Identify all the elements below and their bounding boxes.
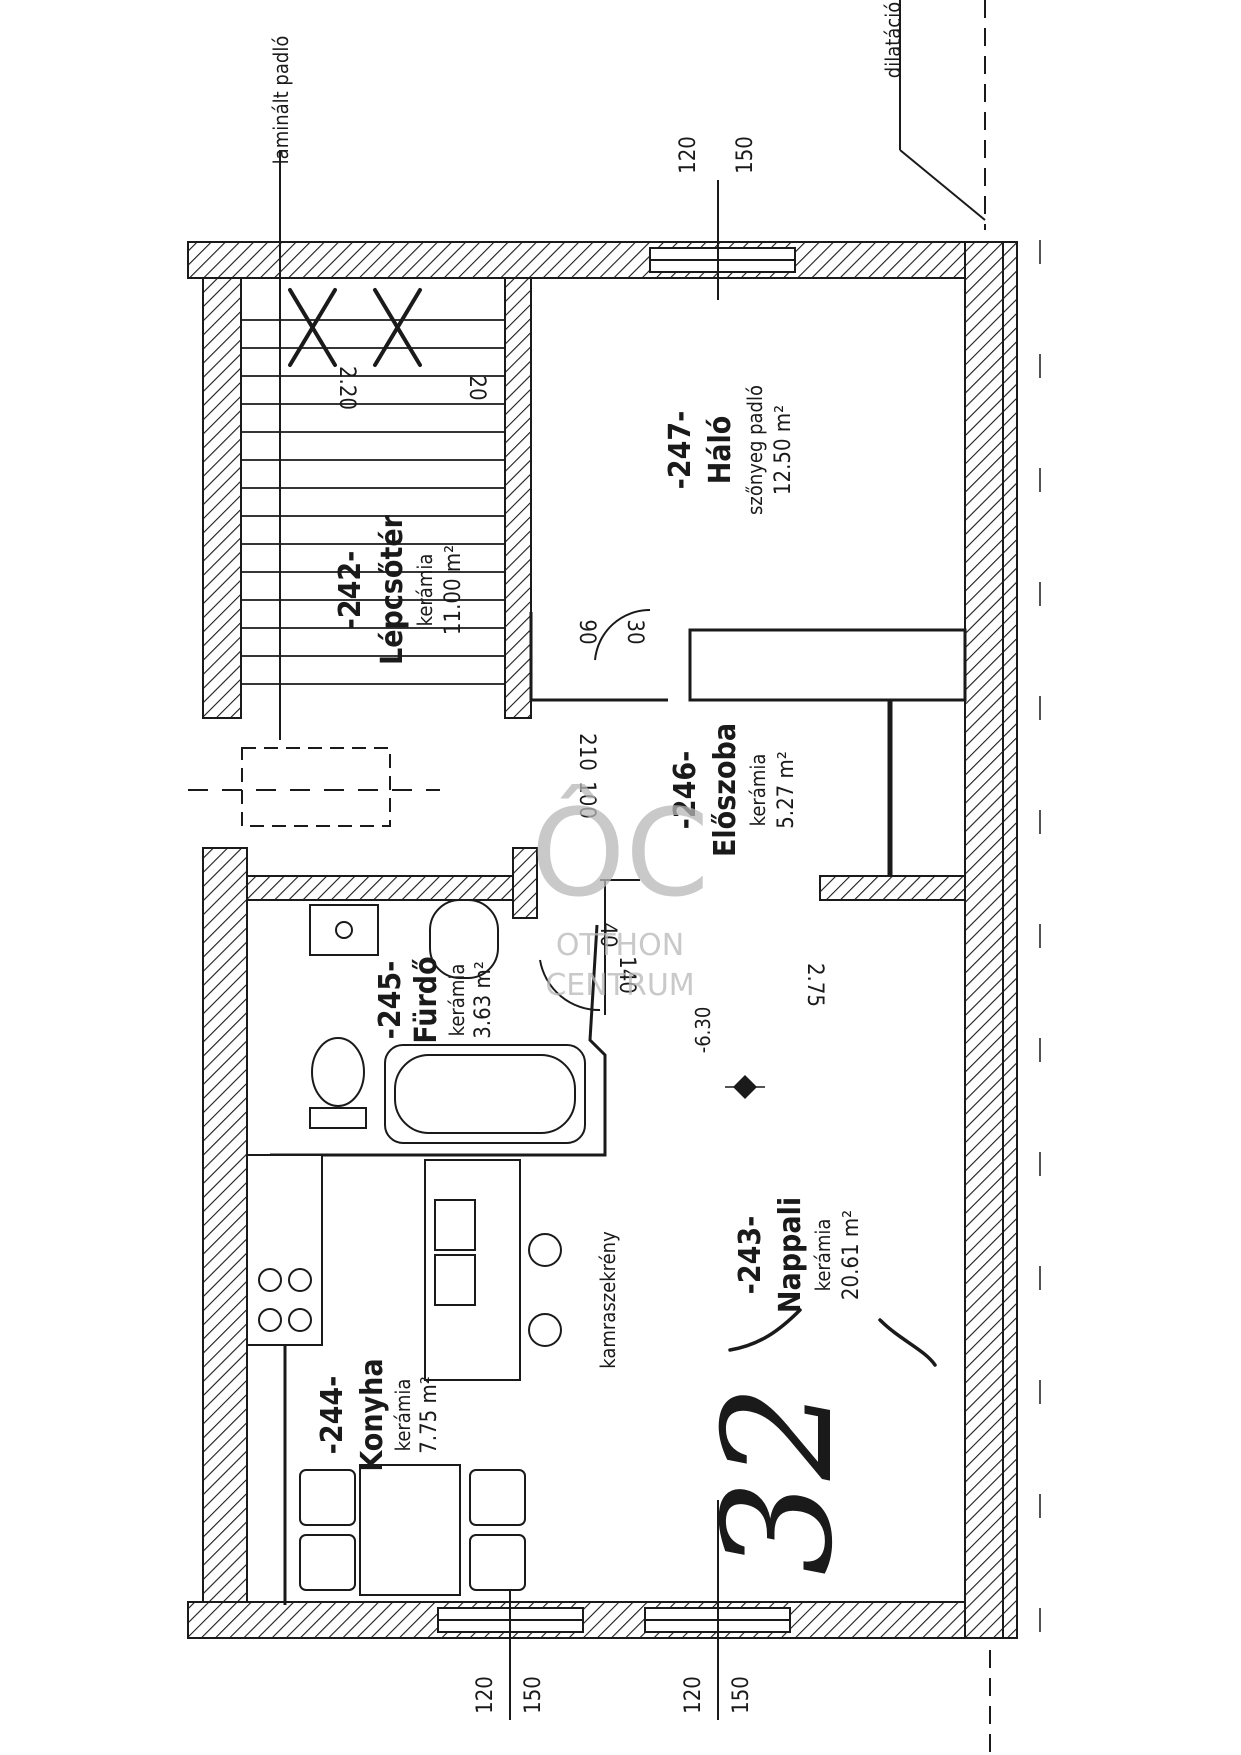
bathtub-inner [394,1054,576,1134]
wall-bath-right [512,847,538,919]
stair-treads [241,319,505,685]
dim-stair-220: 2.20 [334,366,359,410]
dim-275: 2.75 [802,963,827,1007]
chair-1 [299,1469,356,1526]
level-marker [725,1075,765,1099]
bath-area: 3.63 m² [471,961,496,1039]
handwritten-mark: 32 [692,1308,937,1576]
bedroom-name: Háló [703,416,738,485]
dim-210: 210 [574,733,599,771]
chair-2 [299,1534,356,1591]
thin-walls [270,612,967,1605]
dim-30: 30 [622,619,647,644]
stair-area: 11.00 m² [441,545,466,635]
hob-ring-3 [258,1308,282,1332]
hob-ring-4 [288,1308,312,1332]
top-right-note-group: dilatáció [881,2,905,78]
bath-number: -245- [373,961,408,1040]
pantry-label-group: kamraszekrény [596,1231,620,1369]
wall-top [187,241,976,279]
dimensions: 2.20 20 90 30 210 100 40 140 2.75 120 15… [334,136,827,1714]
kitchen-number: -244- [315,1376,350,1455]
kitchen-area: 7.75 m² [417,1376,442,1454]
room-bath: -245- Fürdő kerámia 3.63 m² [373,956,496,1043]
watermark-letters: ÔC [531,784,709,924]
walls [187,241,1018,1639]
watermark: ÔC OTTHON CENTRUM [531,784,709,1003]
level-label-group: -6.30 [691,1007,715,1054]
chair-4 [469,1534,526,1591]
living-name: Nappali [773,1197,808,1313]
dim-90: 90 [574,619,599,644]
wall-right-outer [1002,241,1018,1639]
toilet-tank [309,1107,367,1129]
dim-win-b1-150: 150 [521,1676,546,1714]
room-hall: -246- Előszoba kerámia 5.27 m² [668,723,799,857]
handwritten-number: 32 [692,1385,866,1576]
bath-name: Fürdő [409,956,444,1043]
ceiling-light-2 [528,1313,562,1347]
hob-ring-2 [288,1268,312,1292]
wall-bath-top [246,875,538,901]
bedroom-floor: szőnyeg padló [743,385,767,515]
kitchen-floor: kerámia [391,1379,415,1452]
landing-box [241,747,391,827]
level-label: -6.30 [691,1007,715,1054]
living-number: -243- [733,1216,768,1295]
wall-hall-lower [819,875,966,901]
dim-140: 140 [614,956,639,994]
dining-table [359,1464,461,1596]
top-left-note-group: laminált padló [269,36,293,165]
door-swings [539,608,651,1015]
bath-cabinet-knob [335,921,353,939]
dim-win-b2-150: 150 [729,1676,754,1714]
chair-3 [469,1469,526,1526]
top-right-note: dilatáció [881,2,905,78]
stair-crosses [288,288,422,367]
wall-stair-bedroom [504,277,532,719]
dim-win-top-120: 120 [676,136,701,174]
dim-win-b1-120: 120 [473,1676,498,1714]
bath-fixtures [309,899,586,1144]
dim-20: 20 [464,375,489,400]
wall-left-lower [202,847,248,1603]
room-living: -243- Nappali kerámia 20.61 m² [733,1197,864,1313]
hall-floor: kerámia [746,754,770,827]
room-bedroom: -247- Háló szőnyeg padló 12.50 m² [663,385,796,515]
stair-number: -242- [333,551,368,630]
living-area: 20.61 m² [839,1210,864,1300]
watermark-line2: CENTRUM [545,968,694,1003]
dim-40: 40 [595,922,620,947]
dim-win-b2-120: 120 [681,1676,706,1714]
ceiling-light-1 [528,1233,562,1267]
hall-area: 5.27 m² [774,751,799,829]
hob-ring-1 [258,1268,282,1292]
living-floor: kerámia [811,1219,835,1292]
dim-100: 100 [574,781,599,819]
room-stair: -242- Lépcsőtér kerámia 11.00 m² [333,514,466,665]
hall-name: Előszoba [708,723,743,857]
washbasin [429,899,499,979]
top-left-note: laminált padló [269,36,293,165]
dim-win-top-150: 150 [733,136,758,174]
wall-right [964,241,1004,1639]
kitchen-name: Konyha [355,1358,390,1471]
room-kitchen: -244- Konyha kerámia 7.75 m² [315,1358,442,1471]
stair-name: Lépcsőtér [375,514,410,665]
pantry-label: kamraszekrény [596,1231,620,1369]
bath-floor: kerámia [445,964,469,1037]
pantry-shelf-2 [434,1254,476,1306]
toilet [311,1037,365,1107]
watermark-line1: OTTHON [556,928,684,963]
pantry-shelf-1 [434,1199,476,1251]
kitchen-fixtures [246,1154,562,1596]
bedroom-area: 12.50 m² [771,405,796,495]
bedroom-number: -247- [663,411,698,490]
wall-left-stair [202,277,242,719]
hall-number: -246- [668,751,703,830]
stair-floor: kerámia [413,554,437,627]
